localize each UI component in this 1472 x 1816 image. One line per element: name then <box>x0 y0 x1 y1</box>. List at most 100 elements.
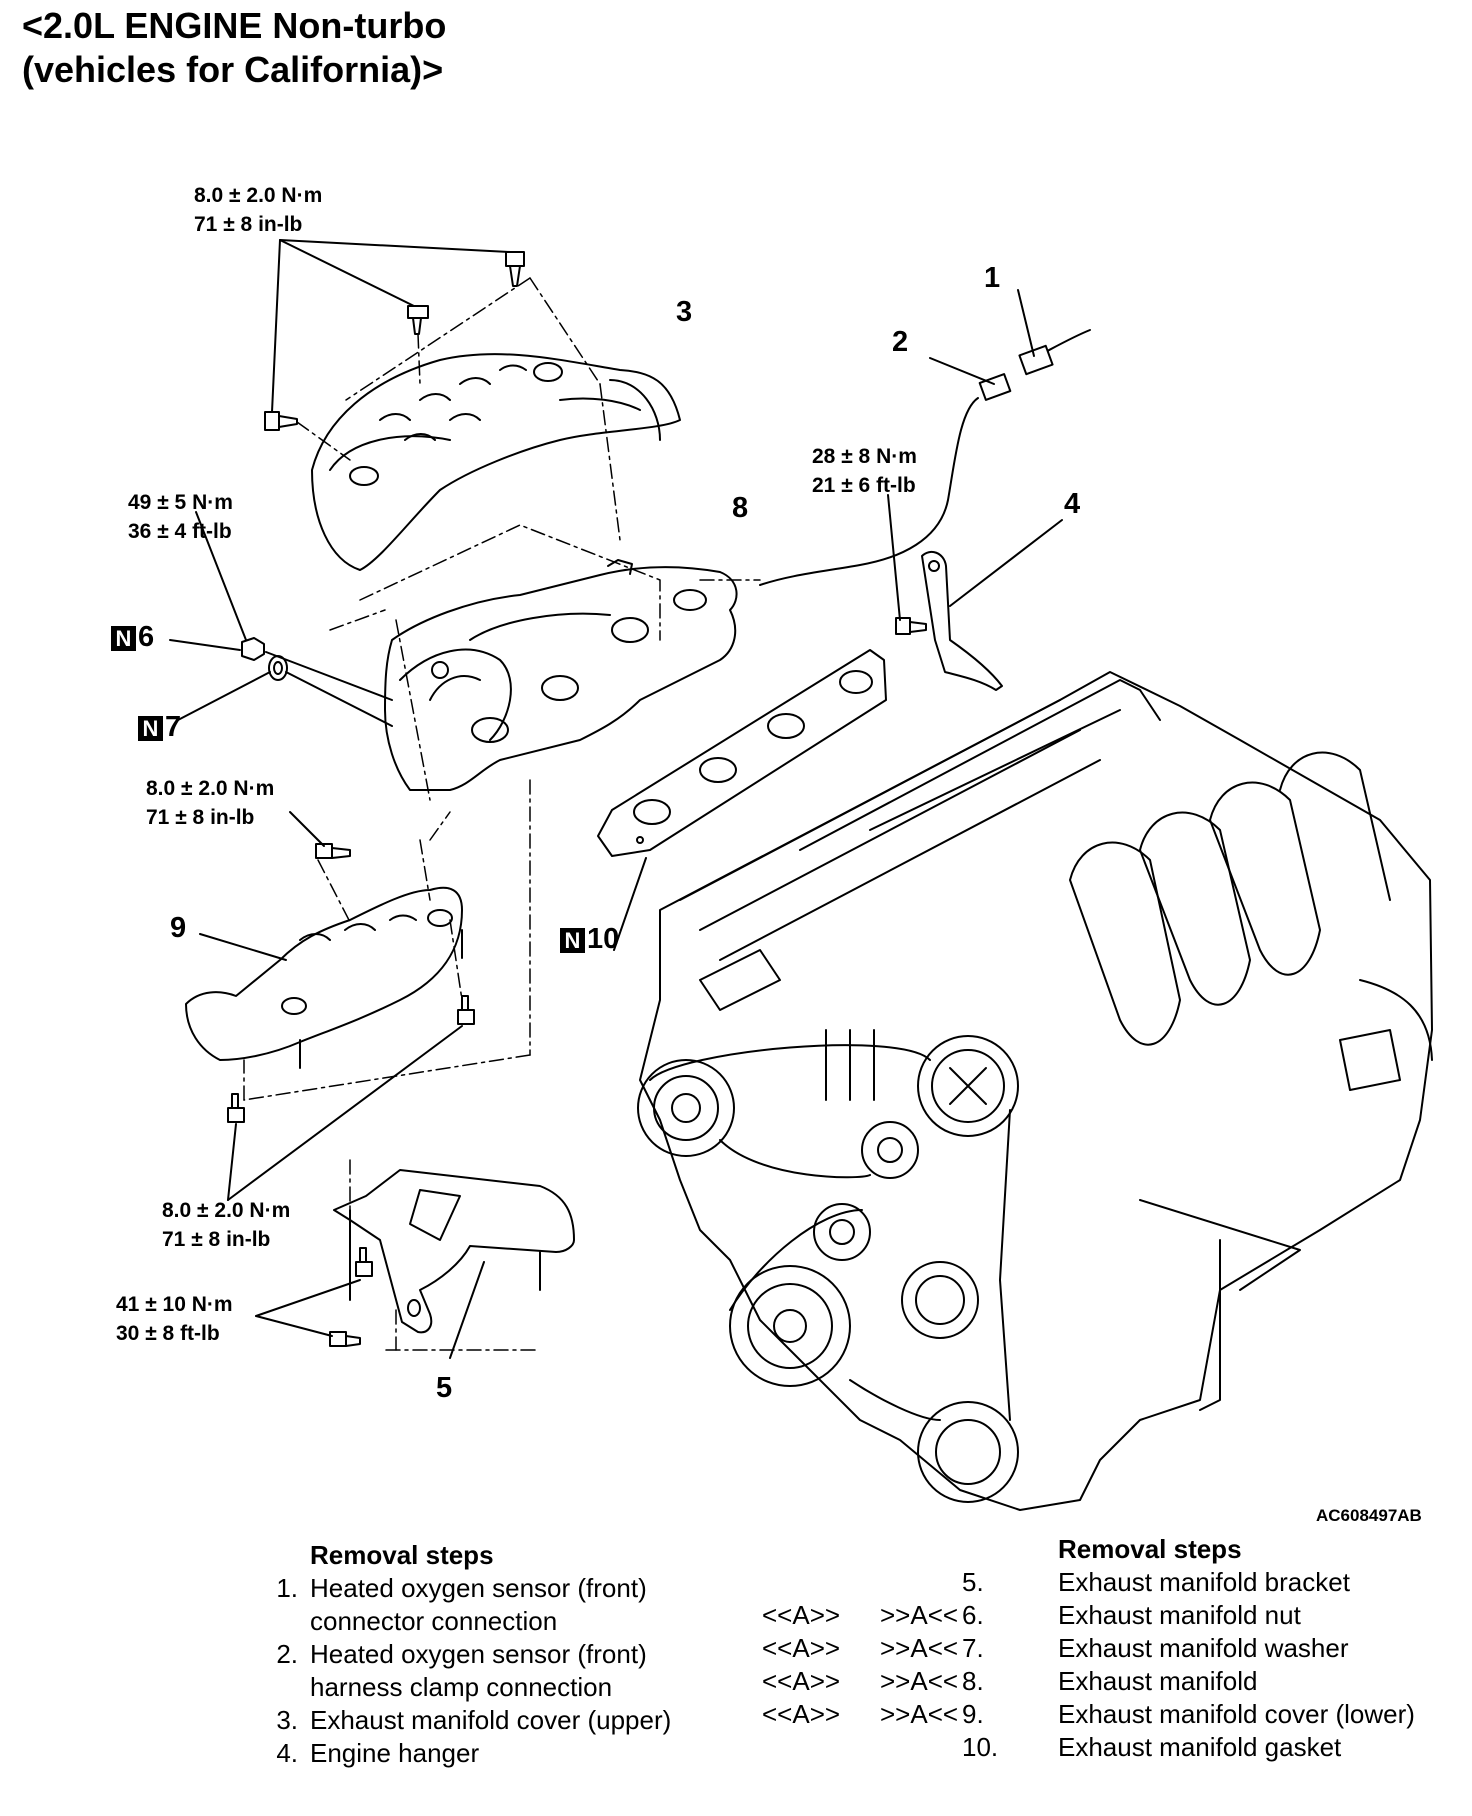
non-reusable-badge: N <box>560 927 585 953</box>
step-label: Heated oxygen sensor (front) <box>310 1573 647 1603</box>
non-reusable-badge: N <box>138 715 163 741</box>
list-item: 5. Exhaust manifold bracket <box>762 1566 1415 1599</box>
bolt-icon <box>407 305 429 335</box>
step-label: Exhaust manifold <box>1058 1666 1258 1696</box>
bolt-icon <box>355 1247 373 1277</box>
installation-ref: <<A>> <box>762 1633 841 1663</box>
callout-8: 8 <box>732 492 749 524</box>
list-item: 3. Exhaust manifold cover (upper) <box>240 1704 671 1737</box>
list-item: <<A>> >>A<<6. Exhaust manifold nut <box>762 1599 1415 1632</box>
torque-imperial: 21 ± 6 ft-lb <box>812 474 916 497</box>
torque-nm: 8.0 ± 2.0 N·m <box>194 184 323 207</box>
bolt-icon <box>505 251 525 287</box>
callout-2: 2 <box>892 326 909 358</box>
leader-lines-nut-washer <box>169 511 393 727</box>
callout-5: 5 <box>436 1372 453 1404</box>
step-label: Engine hanger <box>310 1738 480 1768</box>
callout-6-number: 6 <box>138 621 155 653</box>
leader-lines-lower-torque <box>227 1025 463 1201</box>
step-number: 4. <box>276 1738 298 1768</box>
installation-ref: <<A>> <box>762 1600 841 1630</box>
callout-7-number: 7 <box>165 711 182 743</box>
torque-spec-lower-cover-bolt-upper: 8.0 ± 2.0 N·m 71 ± 8 in-lb <box>146 774 274 832</box>
exhaust-manifold-cover-lower <box>185 886 463 1069</box>
callout-10-number: 10 <box>587 923 620 955</box>
title-line-2: (vehicles for California)> <box>22 49 444 90</box>
torque-imperial: 36 ± 4 ft-lb <box>128 520 232 543</box>
exhaust-manifold-gasket <box>597 649 887 951</box>
torque-nm: 41 ± 10 N·m <box>116 1293 233 1316</box>
torque-imperial: 71 ± 8 in-lb <box>194 213 303 236</box>
removal-steps-heading: Removal steps <box>310 1540 494 1570</box>
step-number: 2. <box>276 1639 298 1669</box>
step-number: 8. <box>962 1666 984 1696</box>
removal-ref: >>A<< <box>880 1666 959 1696</box>
step-label: Exhaust manifold washer <box>1058 1633 1349 1663</box>
non-reusable-badge: N <box>111 625 136 651</box>
torque-spec-lower-cover-bolts: 8.0 ± 2.0 N·m 71 ± 8 in-lb <box>162 1196 290 1254</box>
exhaust-manifold-nut-icon <box>241 637 265 661</box>
torque-spec-engine-hanger-bolt: 28 ± 8 N·m 21 ± 6 ft-lb <box>812 442 917 500</box>
step-number: 5. <box>962 1567 984 1597</box>
callout-9: 9 <box>170 912 187 944</box>
torque-nm: 28 ± 8 N·m <box>812 445 917 468</box>
list-item: <<A>>>>A<<7.Exhaust manifold washer <box>762 1632 1415 1665</box>
alignment-lines-manifold <box>329 383 761 801</box>
callout-1: 1 <box>984 262 1001 294</box>
list-item: 1. Heated oxygen sensor (front) <box>240 1572 671 1605</box>
engine-assembly <box>637 671 1433 1511</box>
exhaust-manifold-cover-upper <box>311 353 681 571</box>
torque-nm: 8.0 ± 2.0 N·m <box>146 777 275 800</box>
step-label: Exhaust manifold nut <box>1058 1600 1301 1630</box>
bolt-icon <box>227 1093 245 1123</box>
installation-ref: <<A>> <box>762 1699 841 1729</box>
engine-hanger <box>887 494 1063 691</box>
step-label: Exhaust manifold bracket <box>1058 1567 1350 1597</box>
removal-ref: >>A<< <box>880 1600 959 1630</box>
torque-spec-upper-cover-bolts: 8.0 ± 2.0 N·m 71 ± 8 in-lb <box>194 181 322 239</box>
list-item: 10.Exhaust manifold gasket <box>762 1731 1415 1764</box>
step-label: Heated oxygen sensor (front) <box>310 1639 647 1669</box>
bolt-icon <box>457 995 475 1025</box>
list-item: 4. Engine hanger <box>240 1737 671 1770</box>
step-number: 9. <box>962 1699 984 1729</box>
callout-4: 4 <box>1064 488 1081 520</box>
list-item: <<A>>>>A<<9.Exhaust manifold cover (lowe… <box>762 1698 1415 1731</box>
bolt-icon <box>315 843 351 859</box>
torque-imperial: 71 ± 8 in-lb <box>146 806 255 829</box>
step-number: 3. <box>276 1705 298 1735</box>
callout-3: 3 <box>676 296 693 328</box>
removal-steps-heading: Removal steps <box>1058 1534 1242 1564</box>
page-title: <2.0L ENGINE Non-turbo (vehicles for Cal… <box>22 4 446 92</box>
exhaust-manifold <box>384 559 738 791</box>
step-label-continued: harness clamp connection <box>310 1672 613 1702</box>
alignment-lines-upper <box>296 277 601 461</box>
alignment-lines-lower <box>243 779 531 1101</box>
step-label: Exhaust manifold cover (upper) <box>310 1705 672 1735</box>
exhaust-manifold-bracket <box>333 1169 575 1334</box>
torque-imperial: 30 ± 8 ft-lb <box>116 1322 220 1345</box>
removal-ref: >>A<< <box>880 1699 959 1729</box>
step-label-continued: connector connection <box>310 1606 558 1636</box>
step-number: 6. <box>962 1600 984 1630</box>
torque-spec-manifold-nut: 49 ± 5 N·m 36 ± 4 ft-lb <box>128 488 233 546</box>
torque-nm: 49 ± 5 N·m <box>128 491 233 514</box>
alignment-lines-bracket <box>349 1159 541 1351</box>
oxygen-sensor-harness <box>759 289 1091 586</box>
torque-nm: 8.0 ± 2.0 N·m <box>162 1199 291 1222</box>
title-line-1: <2.0L ENGINE Non-turbo <box>22 5 447 46</box>
list-item: <<A>>>>A<<8.Exhaust manifold <box>762 1665 1415 1698</box>
leader-lines-top-torque <box>271 239 511 413</box>
step-number: 1. <box>276 1573 298 1603</box>
removal-steps-left: Removal steps 1. Heated oxygen sensor (fr… <box>240 1538 671 1770</box>
step-number: 7. <box>962 1633 984 1663</box>
list-item: 2. Heated oxygen sensor (front) <box>240 1638 671 1671</box>
bolt-icon <box>329 1331 361 1347</box>
bolt-icon <box>264 411 298 431</box>
removal-steps-right: Removal steps 5. Exhaust manifold bracket… <box>762 1532 1415 1764</box>
leader-lines-bracket <box>255 1261 485 1359</box>
